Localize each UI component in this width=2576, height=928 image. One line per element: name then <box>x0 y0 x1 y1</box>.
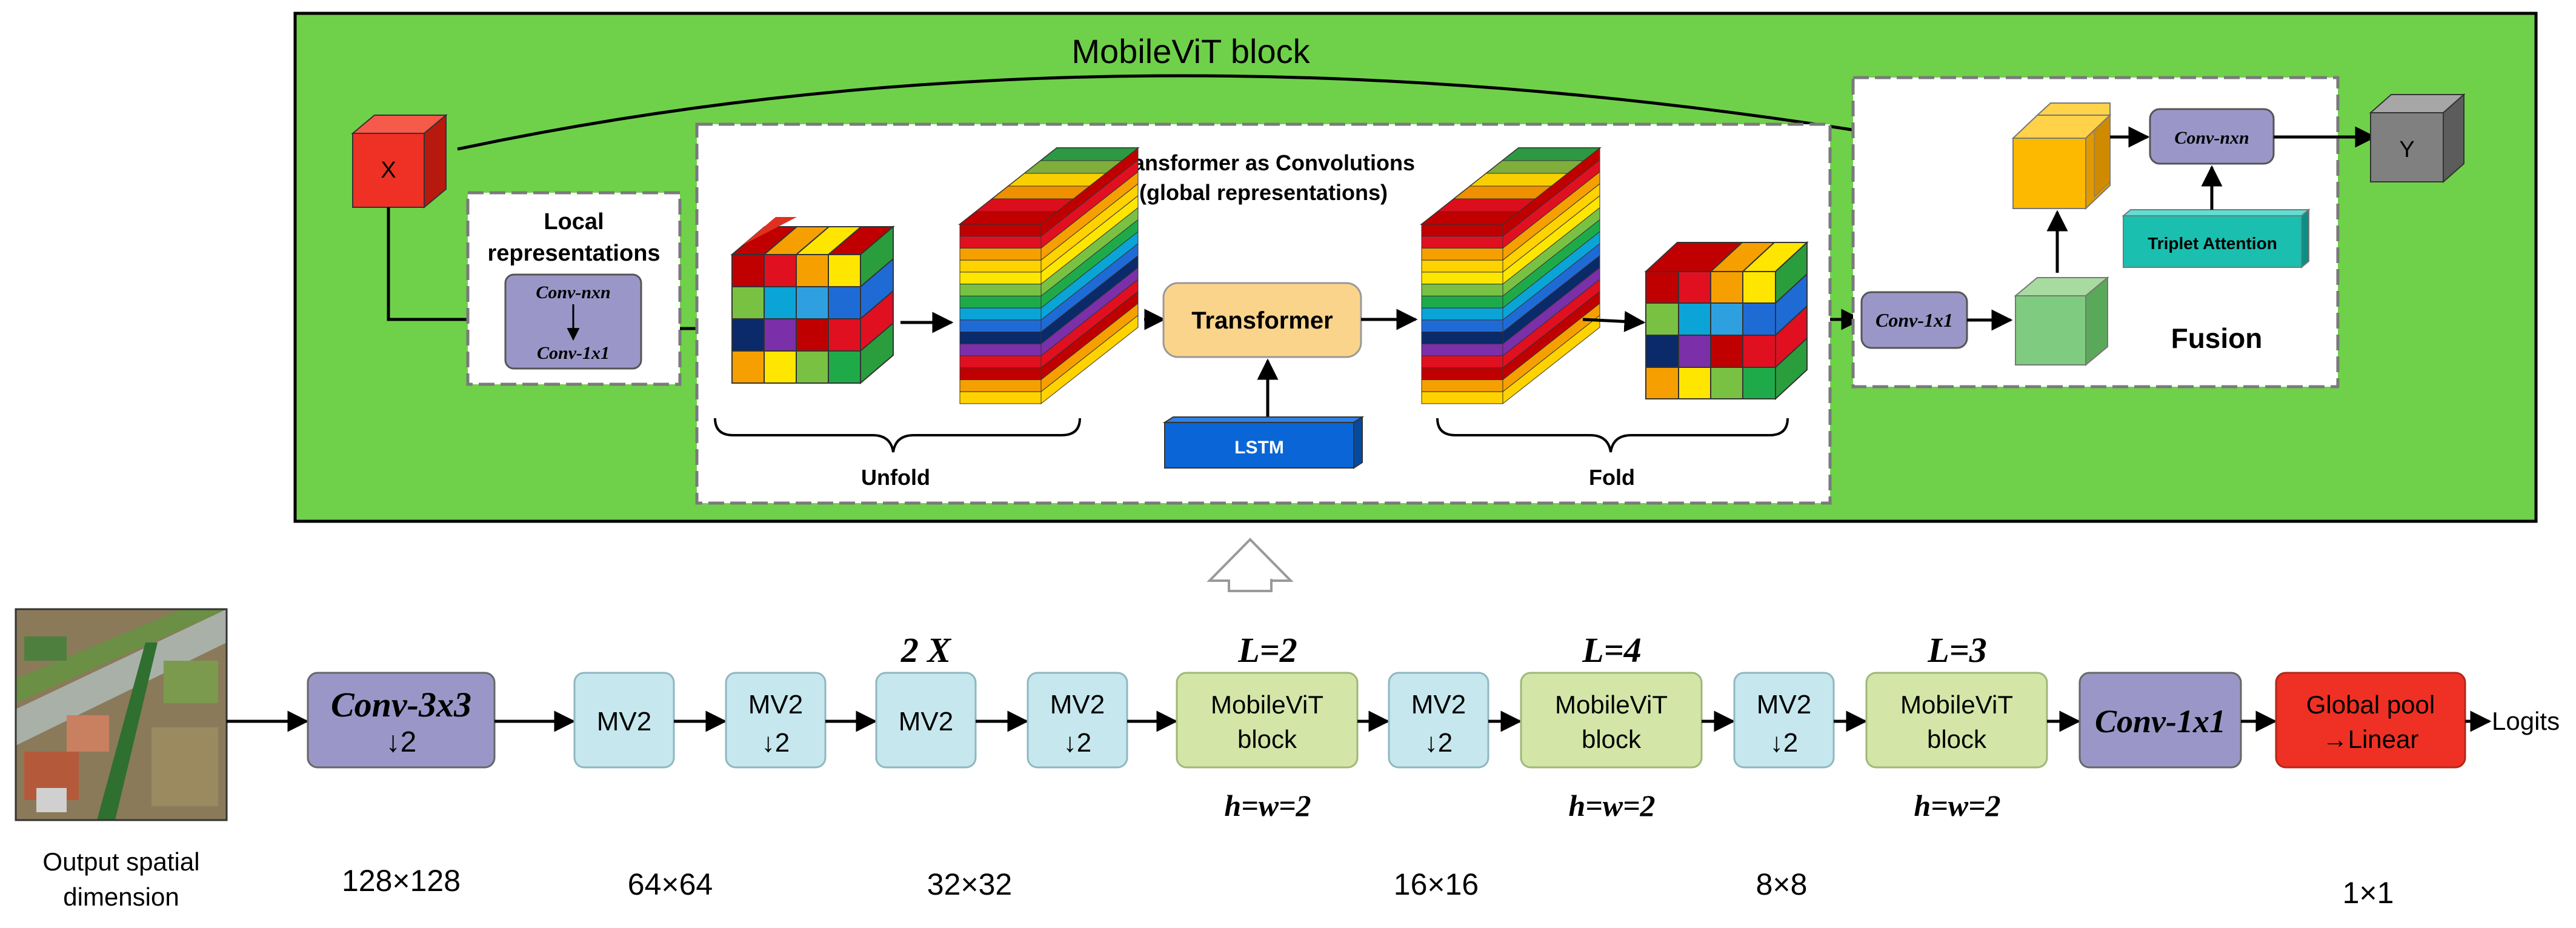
fusion-local-green-cube <box>2014 276 2109 367</box>
mobilevit-2-line2: block <box>1582 725 1642 753</box>
hw-label-1: h=w=2 <box>1224 789 1311 823</box>
fusion-label: Fusion <box>2171 322 2263 354</box>
l3-label: L=3 <box>1927 630 1986 670</box>
triplet-attention-label: Triplet Attention <box>2148 234 2277 253</box>
lstm-block: LSTM <box>1162 416 1365 469</box>
mobilevit-1-line2: block <box>1237 725 1297 753</box>
mv2-label-4: MV2 <box>1050 690 1105 719</box>
twox-label: 2 X <box>900 630 952 670</box>
fold-brace <box>1436 418 1789 453</box>
dim-8: 8×8 <box>1756 867 1808 901</box>
lstm-label: LSTM <box>1234 438 1284 458</box>
conv1x1-label: Conv-1x1 <box>2095 703 2226 739</box>
triplet-attention-box <box>2123 215 2302 268</box>
unfold-patch-cube <box>730 217 895 385</box>
hw-label-3: h=w=2 <box>1914 789 2000 823</box>
fusion-conv-nxn-label: Conv-nxn <box>2174 128 2249 148</box>
output-y-cube: Y <box>2369 93 2466 184</box>
global-pool-line1: Global pool <box>2306 690 2435 719</box>
mv2-down2-6: ↓2 <box>1770 728 1798 758</box>
dims-caption-line2: dimension <box>63 883 179 911</box>
global-pool-line2: →Linear <box>2323 725 2419 753</box>
local-conv-1x1: Conv-1x1 <box>537 343 610 363</box>
x-label: X <box>381 158 396 183</box>
x-to-local-arrow <box>387 207 505 330</box>
hw-label-2: h=w=2 <box>1568 789 1655 823</box>
unfold-striped-cube <box>958 147 1140 405</box>
mobilevit-3-line2: block <box>1927 725 1987 753</box>
input-x-cube: X <box>351 113 448 209</box>
logits-label: Logits <box>2492 707 2560 735</box>
fold-cube-arrow <box>1582 310 1646 332</box>
mv2-down2-4: ↓2 <box>1063 728 1091 758</box>
mv2-label-3: MV2 <box>899 707 953 736</box>
transformer-label: Transformer <box>1191 307 1333 334</box>
fold-label: Fold <box>1589 465 1635 490</box>
mobilevit-block-title: MobileViT block <box>1071 32 1310 70</box>
mv2-down2-2: ↓2 <box>762 728 790 758</box>
dim-16: 16×16 <box>1394 867 1479 901</box>
dim-1: 1×1 <box>2343 876 2394 910</box>
local-title-line1: Local <box>544 209 604 235</box>
mv2-label-2: MV2 <box>748 690 803 719</box>
mobilevit-1-line1: MobileViT <box>1211 690 1323 719</box>
unfold-label: Unfold <box>861 465 930 490</box>
fusion-conv-1x1-label: Conv-1x1 <box>1875 309 1953 331</box>
transformer-title-line1: Transformer as Convolutions <box>1112 150 1415 175</box>
conv3x3-label: Conv-3x3 <box>331 685 471 724</box>
fusion-concat-cube <box>2011 102 2112 210</box>
mobilevit-2-line1: MobileViT <box>1555 690 1668 719</box>
l4-label: L=4 <box>1582 630 1641 670</box>
dims-caption-line1: Output spatial <box>42 847 199 876</box>
mv2-label-6: MV2 <box>1757 690 1811 719</box>
mv2-label-1: MV2 <box>597 707 651 736</box>
dim-64: 64×64 <box>628 867 713 901</box>
l2-label: L=2 <box>1237 630 1297 670</box>
input-satellite-image <box>15 608 228 821</box>
unfold-brace <box>714 418 1081 453</box>
mobilevit-3-line1: MobileViT <box>1900 690 2013 719</box>
transformer-title-line2: (global representations) <box>1139 180 1388 205</box>
fold-patch-cube <box>1644 241 1809 401</box>
fold-striped-cube <box>1420 147 1602 405</box>
dim-32: 32×32 <box>927 867 1012 901</box>
y-label: Y <box>2399 137 2414 162</box>
conv3x3-down2: ↓2 <box>386 726 417 758</box>
expand-up-arrow <box>1206 538 1294 592</box>
local-conv-nxn: Conv-nxn <box>536 282 610 302</box>
local-title-line2: representations <box>487 241 660 266</box>
mv2-down2-5: ↓2 <box>1425 728 1453 758</box>
dim-128: 128×128 <box>342 864 461 898</box>
mv2-label-5: MV2 <box>1411 690 1466 719</box>
skip-connection-arrow <box>457 74 1996 161</box>
